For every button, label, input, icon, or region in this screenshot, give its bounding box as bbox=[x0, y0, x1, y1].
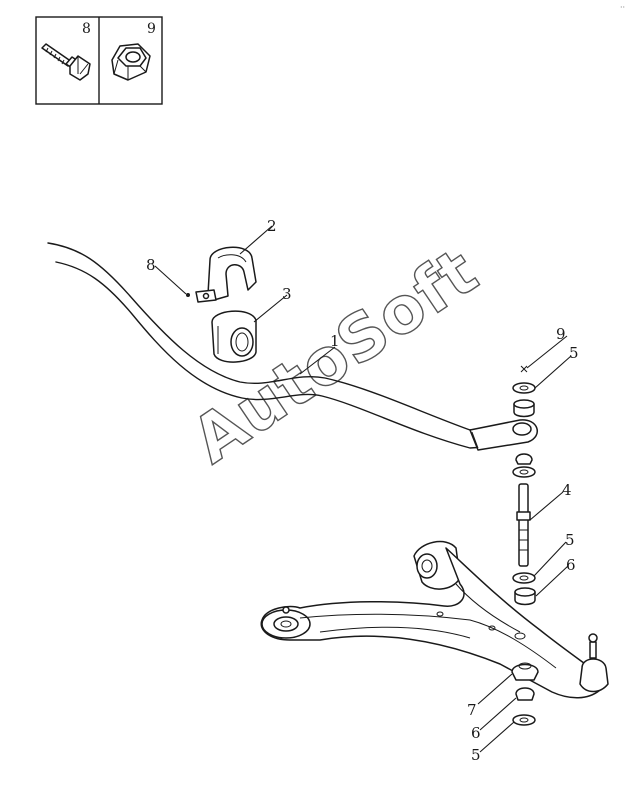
leader-lines bbox=[154, 225, 572, 753]
callout-5-middle: 5 bbox=[565, 531, 575, 549]
callout-2: 2 bbox=[267, 217, 277, 235]
callout-4: 4 bbox=[562, 481, 572, 499]
bar-bushing bbox=[211, 310, 257, 363]
bar-clamp bbox=[195, 246, 257, 303]
nut-icon bbox=[111, 43, 151, 81]
legend-box: 8 9 bbox=[35, 16, 163, 105]
legend-number-8: 8 bbox=[82, 21, 91, 37]
callout-6-lower: 6 bbox=[471, 724, 481, 742]
callout-7: 7 bbox=[467, 701, 477, 719]
callout-9: 9 bbox=[556, 325, 566, 343]
stabilizer-bar bbox=[47, 242, 538, 451]
callout-8: 8 bbox=[146, 256, 156, 274]
callout-numbers: 1 2 3 8 9 5 4 5 6 7 6 5 bbox=[146, 217, 579, 764]
callout-5-bottom: 5 bbox=[471, 746, 481, 764]
callout-5-top: 5 bbox=[569, 344, 579, 362]
callout-1: 1 bbox=[330, 332, 340, 350]
corner-mark: ·· bbox=[620, 3, 625, 12]
legend-number-9: 9 bbox=[147, 21, 156, 37]
callout-6-upper: 6 bbox=[566, 556, 576, 574]
bolt-icon bbox=[41, 43, 91, 81]
link-stack bbox=[512, 365, 536, 606]
callout-3: 3 bbox=[282, 285, 292, 303]
lower-control-arm bbox=[260, 540, 609, 699]
lower-bushing-stack bbox=[511, 662, 539, 726]
